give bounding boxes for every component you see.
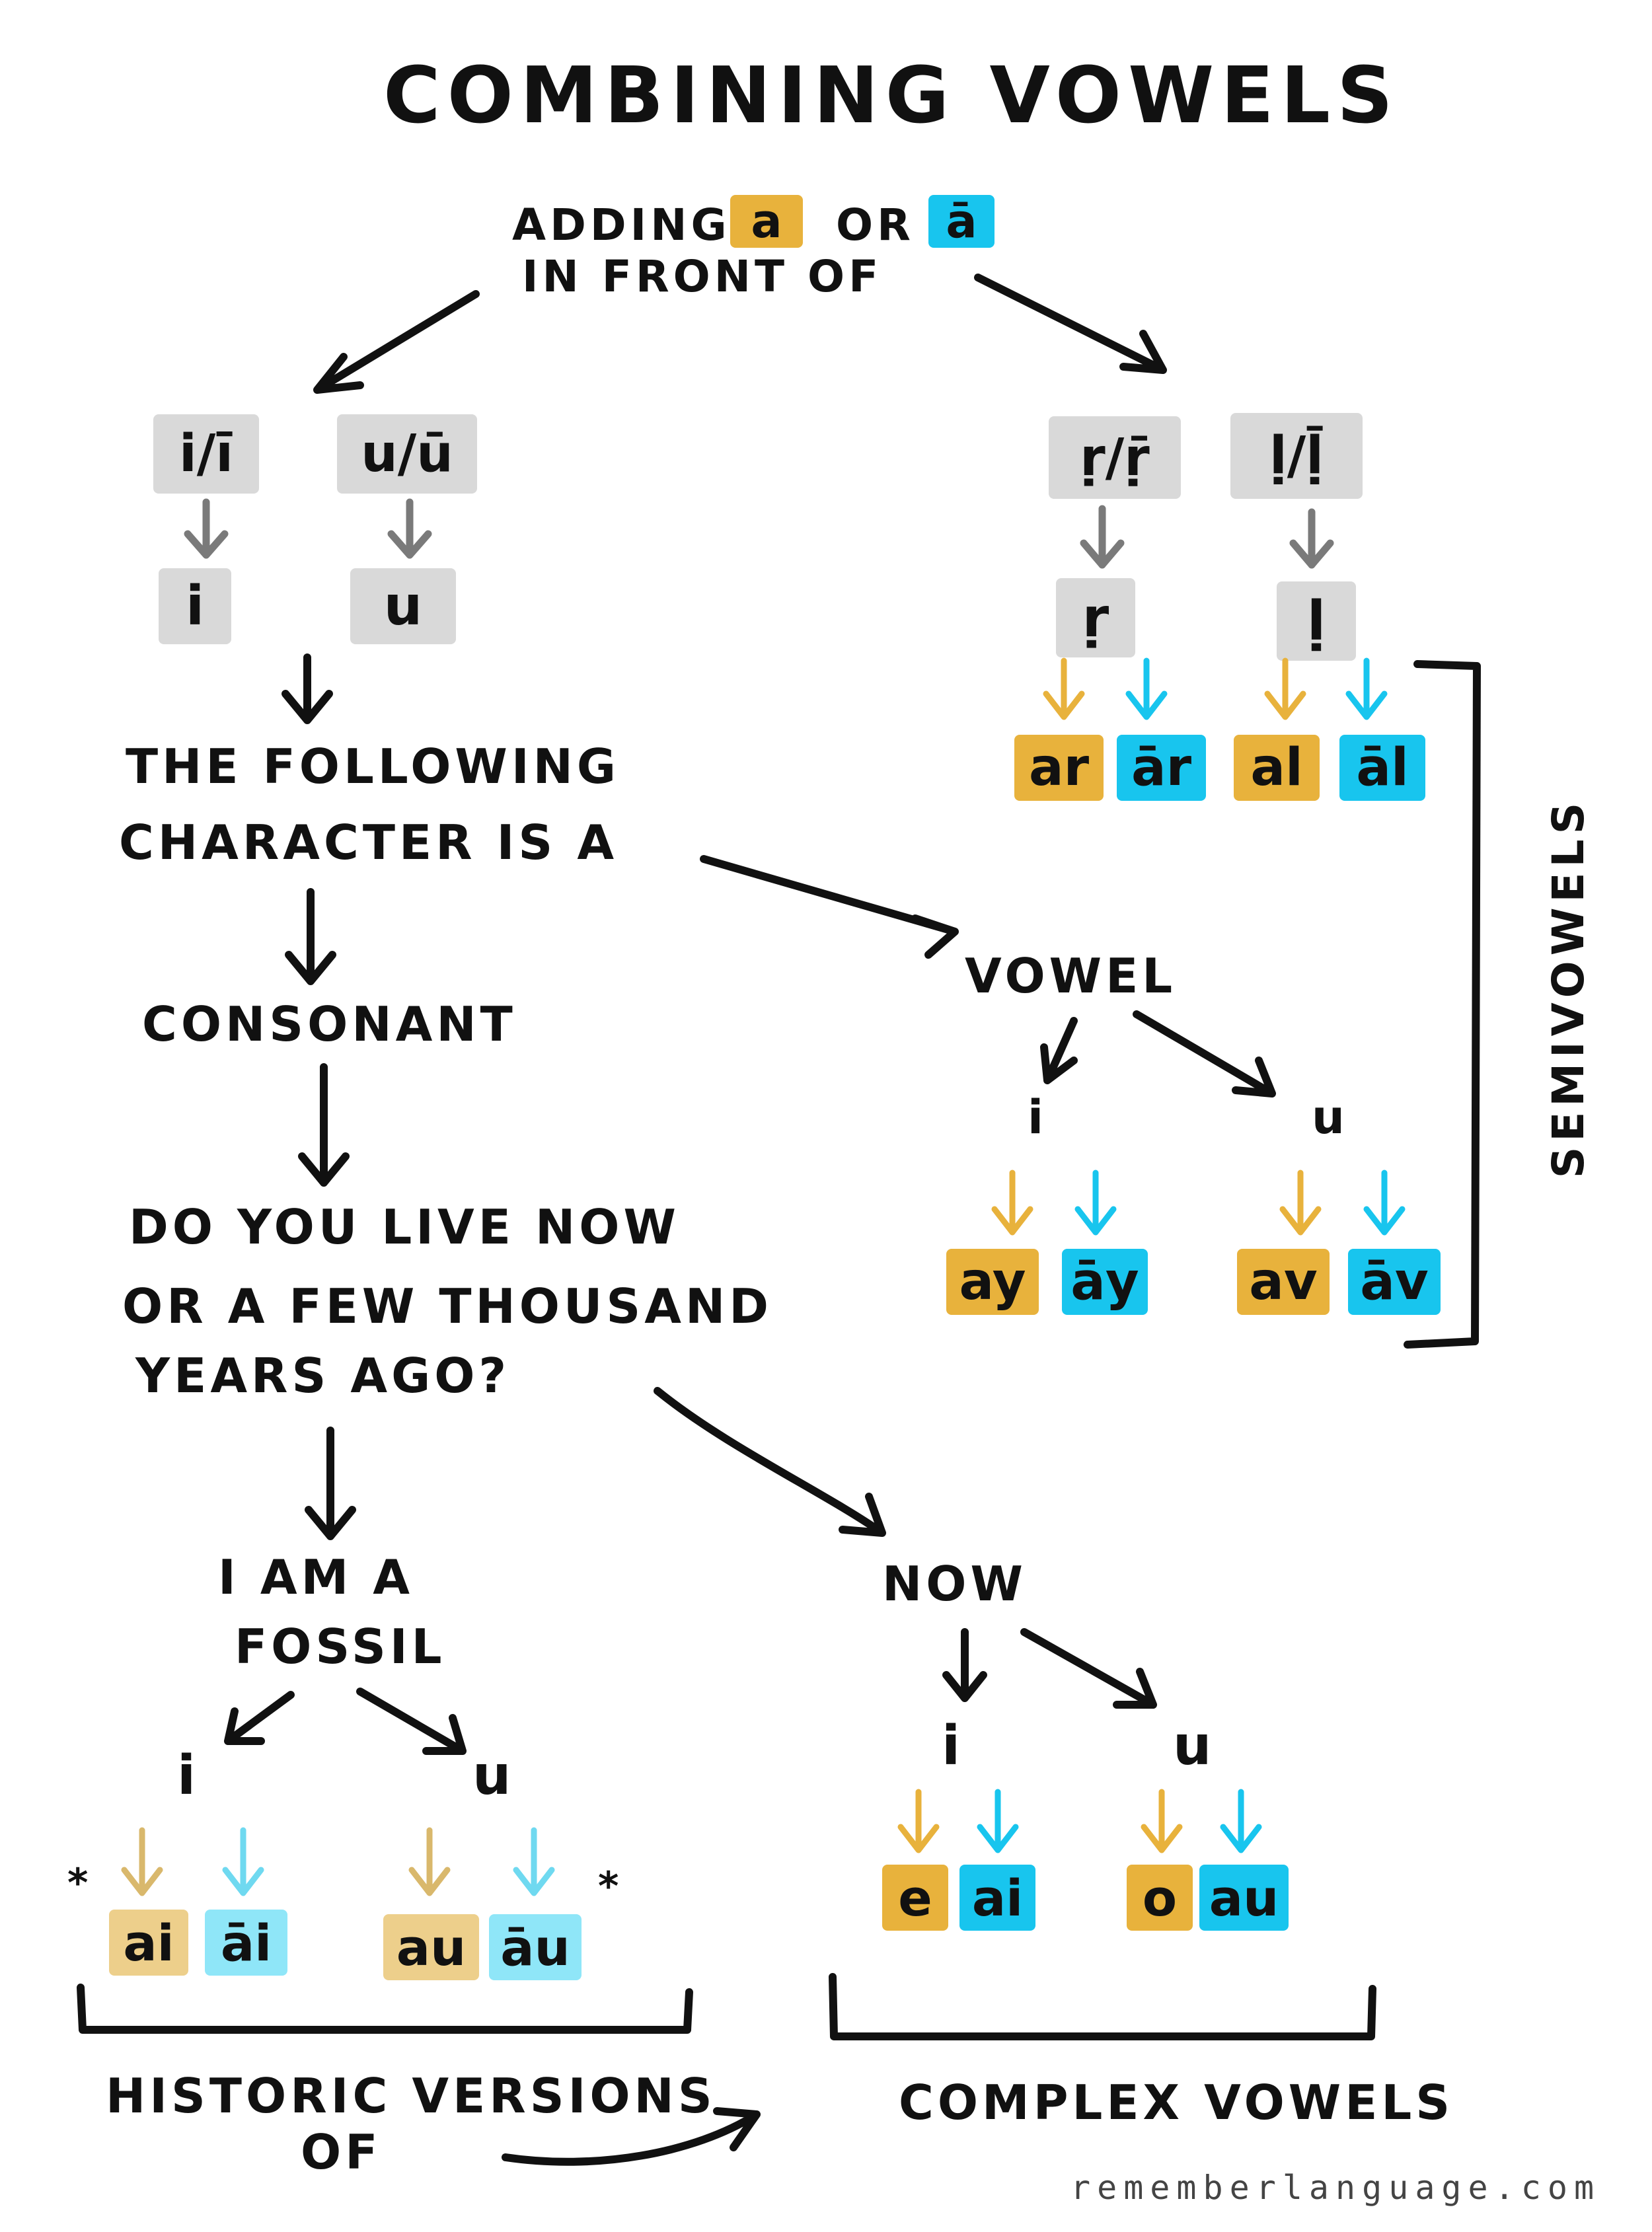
a-short-box: a <box>730 194 803 248</box>
arrow-fossil-u <box>356 1688 467 1755</box>
intro-adding: ADDING <box>512 200 731 250</box>
blue-arrow-au-historic <box>513 1827 555 1896</box>
e-box: e <box>882 1865 948 1931</box>
fossil-line-2: FOSSIL <box>235 1619 446 1674</box>
fossil-line-1: I AM A <box>218 1549 414 1605</box>
arrow-fossil-i <box>224 1691 295 1745</box>
arrow-vowel-i <box>1040 1017 1078 1084</box>
semivowels-bracket <box>1404 660 1481 1349</box>
av-box: av <box>1237 1249 1330 1315</box>
footer-url: rememberlanguage.com <box>1070 2169 1601 2207</box>
arrow-down-consonant <box>285 888 336 985</box>
au-box: au <box>1199 1865 1289 1931</box>
orange-arrow-e <box>897 1789 940 1853</box>
consonant-label: CONSONANT <box>142 996 517 1052</box>
intro-or: OR <box>836 200 915 250</box>
asterisk-right: * <box>598 1863 619 1910</box>
question-line-1: THE FOLLOWING <box>126 739 620 794</box>
arrow-down-question2 <box>298 1063 350 1187</box>
orange-arrow-av <box>1279 1170 1322 1236</box>
arrow-to-vowel <box>700 855 959 959</box>
blue-arrow-ai-historic <box>222 1827 264 1896</box>
i-box: i <box>159 568 231 644</box>
orange-arrow-o <box>1141 1789 1183 1853</box>
now-label: NOW <box>882 1556 1027 1612</box>
arrow-down-fossil <box>305 1427 356 1540</box>
orange-arrow-ar <box>1043 657 1085 720</box>
ai-historic-box: ai <box>109 1910 188 1976</box>
u-long-short-box: u/ū <box>337 414 477 494</box>
historic-bracket <box>77 1984 693 2034</box>
orange-arrow-al <box>1264 657 1306 720</box>
orange-arrow-ay <box>991 1170 1033 1236</box>
intro-in-front-of: IN FRONT OF <box>522 251 883 302</box>
page-title: COMBINING VOWELS <box>383 50 1400 141</box>
ar-long-box: ār <box>1117 735 1206 801</box>
historic-line-1: HISTORIC VERSIONS <box>106 2068 716 2124</box>
gray-arrow-u <box>387 498 432 559</box>
complex-vowels-label: COMPLEX VOWELS <box>899 2075 1454 2130</box>
r-box: ṛ <box>1056 578 1135 657</box>
question-line-2: CHARACTER IS A <box>119 815 619 870</box>
arrow-intro-left <box>313 290 480 394</box>
arrow-historic-of <box>502 2107 761 2166</box>
a-long-box: ā <box>928 194 995 248</box>
blue-arrow-au <box>1220 1789 1262 1853</box>
gray-arrow-i <box>184 498 229 559</box>
al-long-box: āl <box>1339 735 1425 801</box>
blue-arrow-al <box>1345 657 1388 720</box>
fossil-i-label: i <box>177 1744 196 1807</box>
arrow-down-to-question <box>282 653 333 724</box>
vowel-i-label: i <box>1028 1090 1043 1144</box>
ay-long-box: āy <box>1062 1249 1148 1315</box>
blue-arrow-ar <box>1125 657 1168 720</box>
vowel-label: VOWEL <box>965 948 1177 1004</box>
question2-line-3: YEARS AGO? <box>135 1348 511 1403</box>
l-vocalic-box: ḷ/ḹ <box>1230 413 1363 499</box>
arrow-now-u <box>1020 1628 1157 1709</box>
u-box: u <box>350 568 456 644</box>
orange-arrow-ai-historic <box>121 1827 163 1896</box>
blue-arrow-av <box>1363 1170 1406 1236</box>
au-long-historic-box: āu <box>489 1914 582 1980</box>
historic-line-2: OF <box>301 2124 382 2180</box>
orange-arrow-au-historic <box>408 1827 451 1896</box>
gray-arrow-r <box>1080 505 1125 569</box>
arrow-to-now <box>654 1387 886 1537</box>
vowel-u-label: u <box>1312 1090 1345 1144</box>
blue-arrow-ay <box>1074 1170 1117 1236</box>
asterisk-left: * <box>67 1860 89 1906</box>
complex-bracket <box>829 1973 1376 2040</box>
arrow-now-i <box>942 1628 987 1702</box>
gray-arrow-l <box>1289 508 1334 569</box>
ai-long-historic-box: āi <box>205 1910 287 1976</box>
arrow-vowel-u <box>1133 1010 1276 1097</box>
question2-line-2: OR A FEW THOUSAND <box>122 1279 772 1334</box>
ar-box: ar <box>1014 735 1104 801</box>
question2-line-1: DO YOU LIVE NOW <box>129 1199 680 1255</box>
o-box: o <box>1127 1865 1193 1931</box>
av-long-box: āv <box>1348 1249 1441 1315</box>
au-historic-box: au <box>383 1914 479 1980</box>
ay-box: ay <box>946 1249 1039 1315</box>
now-u-label: u <box>1173 1715 1212 1777</box>
i-long-short-box: i/ī <box>153 414 259 494</box>
ai-box: ai <box>959 1865 1035 1931</box>
now-i-label: i <box>942 1715 961 1777</box>
arrow-intro-right <box>974 274 1167 374</box>
fossil-u-label: u <box>472 1744 511 1807</box>
r-vocalic-box: ṛ/ṝ <box>1049 416 1181 499</box>
al-box: al <box>1234 735 1320 801</box>
blue-arrow-ai <box>977 1789 1019 1853</box>
l-box: ḷ <box>1277 581 1356 661</box>
